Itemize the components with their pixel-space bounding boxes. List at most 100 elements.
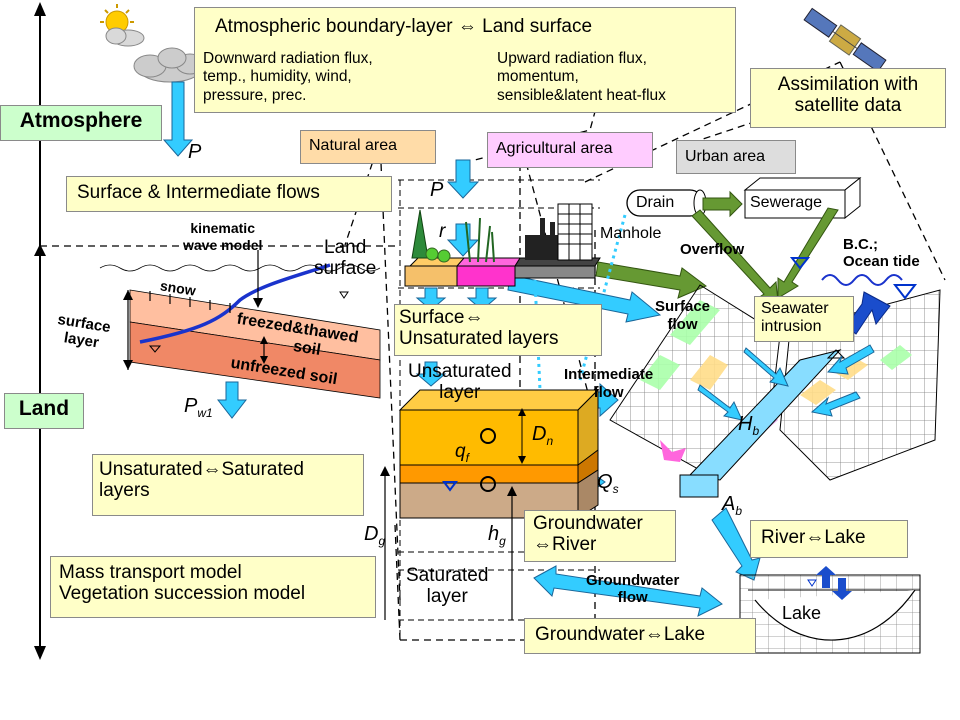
arrow-gw-lake: [533, 565, 723, 617]
agricultural-area-text: Agricultural area: [496, 140, 613, 157]
gw-lake-text: Groundwater⇔Lake: [535, 624, 706, 645]
groundwater-lake-box: Groundwater⇔Lake: [524, 618, 756, 654]
atmosphere-label: Atmosphere: [0, 105, 162, 141]
seawater-box: Seawater intrusion: [754, 296, 854, 342]
unsat-sat-line-1: Unsaturated⇔Saturated: [99, 459, 304, 480]
unsat-sat-box: Unsaturated⇔Saturated layers: [92, 454, 364, 516]
green-arrows: [595, 190, 839, 303]
symbol-hg: hg: [488, 524, 506, 548]
dg-main: D: [364, 523, 379, 545]
qs-main: Q: [597, 471, 613, 493]
drain-label: Drain: [636, 194, 675, 211]
land-surface-line-1: Land: [324, 237, 367, 258]
unsat-layer-line-1: Unsaturated: [408, 361, 512, 382]
seawater-line-1: Seawater: [761, 300, 829, 317]
assimilation-line-1: Assimilation with: [777, 74, 919, 95]
surf-unsat-line-1: Surface⇔: [399, 307, 484, 328]
surf-unsat-line-2: Unsaturated layers: [399, 328, 559, 350]
natural-area-box: Natural area: [300, 130, 436, 164]
sewerage-label: Sewerage: [750, 194, 823, 211]
arrow-r-column: [446, 223, 480, 257]
gw-flow-line-2: flow: [617, 589, 648, 607]
left-axis-bottom-arrowhead: [34, 646, 46, 660]
arrow-p-column: [446, 159, 480, 199]
saturated-layer-label: Saturated layer: [406, 565, 489, 608]
upward-line-2: momentum,: [497, 68, 579, 86]
agricultural-area-box: Agricultural area: [487, 132, 653, 168]
urban-area-text: Urban area: [685, 148, 766, 165]
ab-main: A: [722, 493, 736, 515]
symbol-dg: Dg: [364, 524, 385, 548]
arrow-gw-river: [711, 507, 761, 581]
atmospheric-boundary-title: Atmospheric boundary-layer ⇔ Land surfac…: [215, 16, 593, 37]
intermediate-line-2: flow: [593, 384, 624, 401]
surface-flow-line-2: flow: [667, 316, 698, 333]
snow-soil-panel: [96, 250, 382, 400]
symbol-r: r: [439, 221, 446, 242]
qf-main: q: [455, 441, 466, 462]
symbol-p-column: P: [430, 179, 444, 201]
qf-sub: f: [465, 450, 469, 465]
intermediate-line-1: Intermediate: [564, 366, 654, 383]
unsat-sat-line-2: layers: [99, 480, 150, 502]
river-lake-text: River⇔Lake: [761, 527, 866, 548]
arrow-to-unsat-layer: [415, 361, 447, 387]
assimilation-line-2: satellite data: [794, 95, 902, 117]
land-surface-patches: [404, 203, 601, 287]
sun-cloud-icon: [100, 4, 145, 47]
arrow-precip-atm: [162, 81, 194, 157]
upward-flux-text: Upward radiation flux, momentum, sensibl…: [497, 50, 666, 105]
satellite-icon: [803, 7, 887, 73]
unsat-layer-line-2: layer: [439, 381, 481, 403]
symbol-p-atm: P: [188, 141, 202, 163]
lake-label: Lake: [782, 603, 822, 623]
dn-sub: n: [546, 434, 554, 448]
unsaturated-layer-label: Unsaturated layer: [408, 361, 512, 404]
land-label: Land: [4, 393, 84, 429]
kinematic-line-2: wave model: [183, 236, 263, 253]
sat-layer-line-2: layer: [426, 585, 468, 607]
pw1-sub: w1: [197, 406, 213, 420]
surface-flow-label: Surface flow: [655, 298, 710, 334]
gw-river-line-1: Groundwater: [533, 513, 643, 534]
tree-icon: [411, 209, 429, 259]
mass-transport-box: Mass transport model Vegetation successi…: [50, 556, 376, 618]
downward-flux-text: Downward radiation flux, temp., humidity…: [203, 50, 373, 105]
river-lake-box: River⇔Lake: [750, 520, 908, 558]
symbol-hb: Hb: [738, 414, 759, 438]
atmospheric-boundary-box: Atmospheric boundary-layer ⇔ Land surfac…: [194, 7, 736, 113]
downward-line-3: pressure, prec.: [203, 86, 307, 104]
bc-line-2: Ocean tide: [843, 253, 920, 271]
dn-main: D: [532, 423, 547, 445]
building-icon: [557, 203, 593, 261]
sat-layer-line-1: Saturated: [406, 565, 489, 586]
upward-line-3: sensible&latent heat-flux: [497, 86, 666, 104]
surface-flows-box: Surface & Intermediate flows: [66, 176, 392, 212]
hb-sub: b: [752, 424, 760, 438]
dg-sub: g: [378, 534, 386, 548]
gw-flow-line-1: Groundwater: [586, 572, 680, 589]
upward-line-1: Upward radiation flux,: [497, 50, 647, 67]
downward-line-2: temp., humidity, wind,: [203, 68, 352, 86]
groundwater-flow-label: Groundwater flow: [586, 572, 679, 607]
urban-area-box: Urban area: [676, 140, 796, 174]
symbol-qs: Qs: [597, 472, 619, 496]
downward-line-1: Downward radiation flux,: [203, 50, 373, 67]
left-axis-mid-arrowhead: [34, 244, 46, 256]
symbol-ab: Ab: [722, 494, 742, 518]
symbol-qf: qf: [455, 441, 469, 465]
ab-sub: b: [735, 504, 743, 518]
seawater-line-2: intrusion: [761, 317, 822, 335]
hg-main: h: [488, 523, 500, 545]
arrow-pw1: [216, 381, 248, 419]
lake-basin: [739, 566, 921, 654]
crop-icon: [465, 217, 495, 263]
assimilation-box: Assimilation with satellite data: [750, 68, 946, 128]
overflow-label: Overflow: [680, 241, 745, 258]
bc-ocean-label: B.C.; Ocean tide: [843, 236, 920, 271]
surface-unsaturated-box: Surface⇔ Unsaturated layers: [394, 304, 602, 356]
pw1-main: P: [184, 395, 198, 417]
symbol-dn: Dn: [532, 424, 553, 448]
gw-river-line-2: ⇔River: [533, 534, 597, 556]
